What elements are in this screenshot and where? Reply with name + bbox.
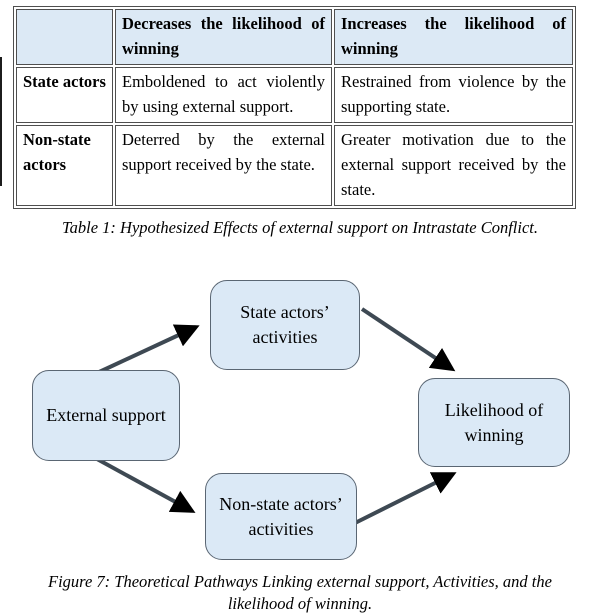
node-label: External support: [46, 405, 166, 425]
node-state-actors-activities: State actors’ activities: [210, 280, 360, 370]
node-label: Non-state actors’ activities: [219, 493, 343, 539]
table-row: State actors Emboldened to act violently…: [16, 67, 573, 123]
table-section: Decreases the likelihood of winning Incr…: [0, 0, 600, 209]
row-label-state-actors: State actors: [16, 67, 113, 123]
diagram-arrows: [96, 307, 457, 525]
node-label: State actors’ activities: [240, 302, 330, 347]
arrow-state-to-likelihood: [360, 307, 456, 372]
table-caption: Table 1: Hypothesized Effects of externa…: [61, 218, 538, 237]
arrow-external-to-state: [96, 324, 200, 375]
pathways-diagram: External support State actors’ activitie…: [0, 265, 600, 561]
table-row: Non-state actors Deterred by the externa…: [16, 125, 573, 206]
cell-state-increases: Restrained from violence by the supporti…: [334, 67, 573, 123]
cell-state-decreases: Emboldened to act violently by using ext…: [115, 67, 332, 123]
cell-nonstate-decreases: Deterred by the external support receive…: [115, 125, 332, 206]
header-cell-decreases: Decreases the likelihood of winning: [115, 9, 332, 65]
arrow-nonstate-to-likelihood: [354, 472, 457, 525]
arrow-external-to-nonstate: [96, 457, 196, 513]
node-nonstate-actors-activities: Non-state actors’ activities: [205, 473, 357, 560]
effects-table: Decreases the likelihood of winning Incr…: [13, 6, 576, 209]
node-likelihood-of-winning: Likelihood of winning: [418, 378, 570, 467]
row-label-nonstate-actors: Non-state actors: [16, 125, 113, 206]
node-label: Likelihood of winning: [444, 399, 544, 445]
table-header-row: Decreases the likelihood of winning Incr…: [16, 9, 573, 65]
scan-edge-artifact: [0, 57, 2, 186]
figure-caption: Figure 7: Theoretical Pathways Linking e…: [48, 572, 552, 613]
node-external-support: External support: [32, 370, 180, 461]
header-cell-increases: Increases the likelihood of winning: [334, 9, 573, 65]
cell-nonstate-increases: Greater motivation due to the external s…: [334, 125, 573, 206]
header-cell-empty: [16, 9, 113, 65]
